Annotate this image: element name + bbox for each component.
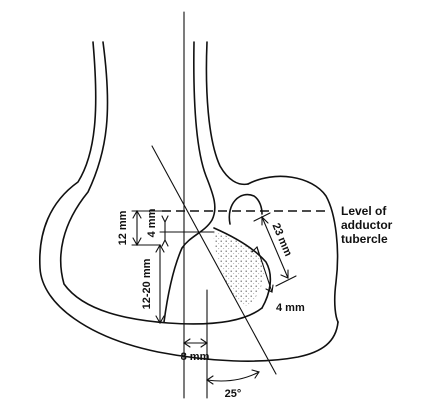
angle-25-arrowheads (206, 369, 260, 385)
dim-4mm-left-arrowheads (161, 215, 169, 247)
label-4mm-right: 4 mm (276, 302, 305, 314)
dim-23mm-bottom-tick (275, 275, 297, 287)
femur-inner-right-outline (163, 41, 216, 323)
stippled-region (213, 232, 265, 306)
angle-25-arc (206, 371, 260, 382)
label-23mm: 23 mm (269, 221, 294, 258)
label-adductor: adductor (341, 218, 393, 232)
label-8mm: 8 mm (181, 351, 210, 363)
condyle-outline (247, 175, 339, 323)
femur-outer-right-outline (205, 41, 249, 186)
dim-4mm-right-line (256, 246, 273, 293)
label-4mm-left: 4 mm (146, 208, 158, 237)
oblique-guide-line (151, 145, 277, 375)
femur-inner-left-outline (59, 41, 263, 325)
dim-23mm-arrowheads (261, 215, 289, 279)
intercondylar-notch-outline (228, 193, 263, 225)
label-25-degrees: 25° (225, 388, 242, 400)
dim-12-20mm-arrowheads (155, 243, 165, 325)
label-level-of: Level of (341, 204, 387, 218)
lateral-condyle-outline (213, 227, 272, 309)
label-12-20mm: 12-20 mm (141, 258, 153, 309)
dim-12mm-arrowheads (132, 209, 142, 247)
dim-23mm-line (261, 216, 289, 279)
dim-4mm-right-arrowheads (251, 245, 274, 293)
label-12mm: 12 mm (117, 210, 129, 245)
dim-8mm-arrowheads (183, 338, 208, 348)
label-tubercle: tubercle (341, 232, 388, 246)
femur-outer-left-outline (39, 41, 339, 362)
